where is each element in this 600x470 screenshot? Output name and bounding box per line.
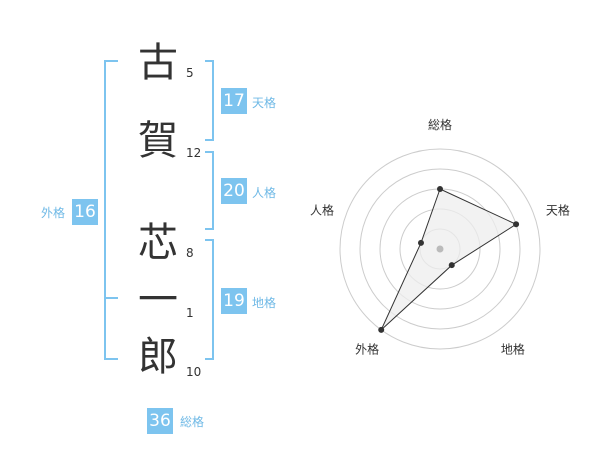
name-char-4: 一 [138, 277, 178, 323]
stroke-count-1: 5 [186, 66, 194, 80]
radar-area [380, 188, 518, 331]
soukaku-score-badge: 36 [147, 408, 173, 434]
tenkaku-label: 天格 [252, 96, 277, 110]
radar-point-2 [513, 221, 520, 228]
radar-point-3 [448, 262, 455, 269]
stroke-count-4: 1 [186, 306, 194, 320]
name-char-5: 郎 [138, 334, 178, 380]
radar-axis-label-1: 総格 [428, 117, 452, 132]
stroke-count-5: 10 [186, 365, 202, 379]
radar-axis-label-4: 外格 [355, 341, 379, 356]
radar-axis-label-3: 地格 [501, 341, 525, 356]
radar-axis-label-5: 人格 [310, 203, 334, 218]
radar-point-4 [378, 326, 385, 333]
tenkaku-score-badge: 17 [221, 88, 247, 114]
gaikaku-score-badge: 16 [72, 199, 98, 225]
soukaku-label: 総格 [180, 415, 205, 429]
jinkaku-bracket [205, 151, 214, 230]
radar-ring-4 [359, 168, 521, 330]
chikaku-label: 地格 [252, 296, 277, 310]
chikaku-bracket [205, 239, 214, 360]
radar-point-1 [437, 186, 443, 192]
stroke-count-3: 8 [186, 246, 194, 260]
gaikaku-label: 外格 [41, 206, 66, 220]
radar-ring-5 [339, 148, 541, 350]
jinkaku-score-badge: 20 [221, 178, 247, 204]
tenkaku-bracket [205, 60, 214, 141]
radar-axis-label-2: 天格 [546, 203, 570, 218]
name-char-2: 賀 [138, 118, 178, 164]
stroke-count-2: 12 [186, 146, 202, 160]
gaikaku-bracket-divider [104, 297, 118, 299]
gaikaku-bracket [104, 60, 118, 360]
name-char-1: 古 [138, 40, 178, 86]
radar-point-5 [417, 239, 424, 246]
chikaku-score-badge: 19 [221, 288, 247, 314]
radar-center-dot [436, 245, 444, 253]
jinkaku-label: 人格 [252, 186, 277, 200]
name-char-3: 芯 [138, 220, 178, 266]
